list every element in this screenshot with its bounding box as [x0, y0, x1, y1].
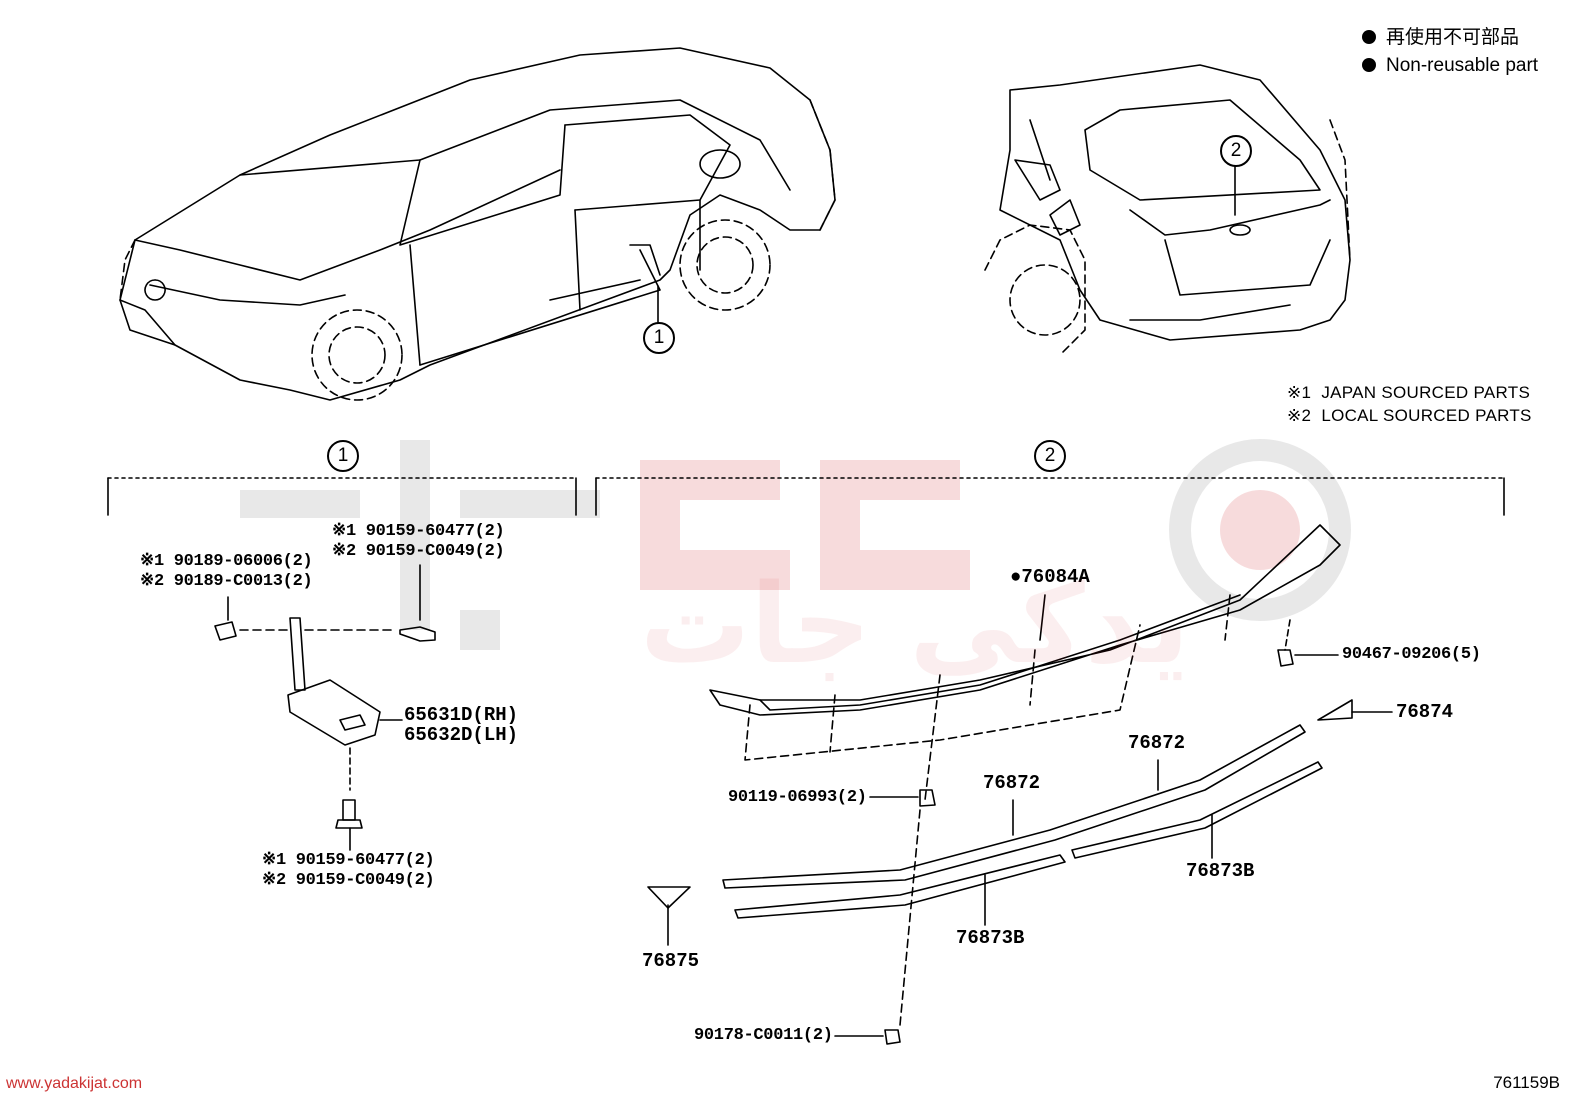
part-label-clip-right: 90467-09206(5) [1342, 645, 1481, 664]
part-label-clip-mid: 90119-06993(2) [728, 788, 867, 807]
callout-1-group: 1 [327, 440, 359, 472]
part-label-wedge-right: 76874 [1396, 701, 1454, 723]
rear-car-dashed [984, 119, 1351, 356]
diagram-code: 761159B [1493, 1073, 1560, 1092]
part-label-garnish: ●76084A [1010, 566, 1090, 588]
callout-2-group: 2 [1034, 440, 1066, 472]
group2-parts [647, 524, 1393, 1045]
callout-2-car: 2 [1220, 135, 1252, 167]
part-label-strip-upper: 76872 [1128, 732, 1186, 754]
non-reusable-dot-icon [1362, 30, 1376, 44]
part-label-strip-lower: 76872 [983, 772, 1041, 794]
non-reusable-dot-icon [1362, 58, 1376, 72]
watermark-logo [240, 439, 1351, 650]
sedan-dashed-wheels [119, 99, 836, 401]
site-url[interactable]: www.yadakijat.com [6, 1075, 143, 1092]
rear-car-illustration [999, 64, 1351, 341]
part-label-top-bolt: ※1 90159-60477(2) ※2 90159-C0049(2) [332, 522, 505, 561]
legend: 再使用不可部品 Non-reusable part [1362, 24, 1538, 80]
legend-item-jp: 再使用不可部品 [1362, 24, 1538, 52]
part-label-bracket: 65631D(RH) 65632D(LH) [404, 704, 519, 746]
part-label-wedge-left: 76875 [642, 950, 700, 972]
part-label-clip-bottom: 90178-C0011(2) [694, 1026, 833, 1045]
part-label-tape-left: 76873B [956, 927, 1025, 949]
part-label-left-screw: ※1 90189-06006(2) ※2 90189-C0013(2) [140, 552, 313, 591]
callout-1-car: 1 [643, 322, 675, 354]
part-label-tape-right: 76873B [1186, 860, 1255, 882]
part-label-bottom-bolt: ※1 90159-60477(2) ※2 90159-C0049(2) [262, 851, 435, 890]
group1-parts [214, 564, 436, 851]
legend-item-en: Non-reusable part [1362, 52, 1538, 80]
sedan-illustration [119, 47, 836, 401]
watermark-text: یدکی جات [640, 560, 1190, 688]
